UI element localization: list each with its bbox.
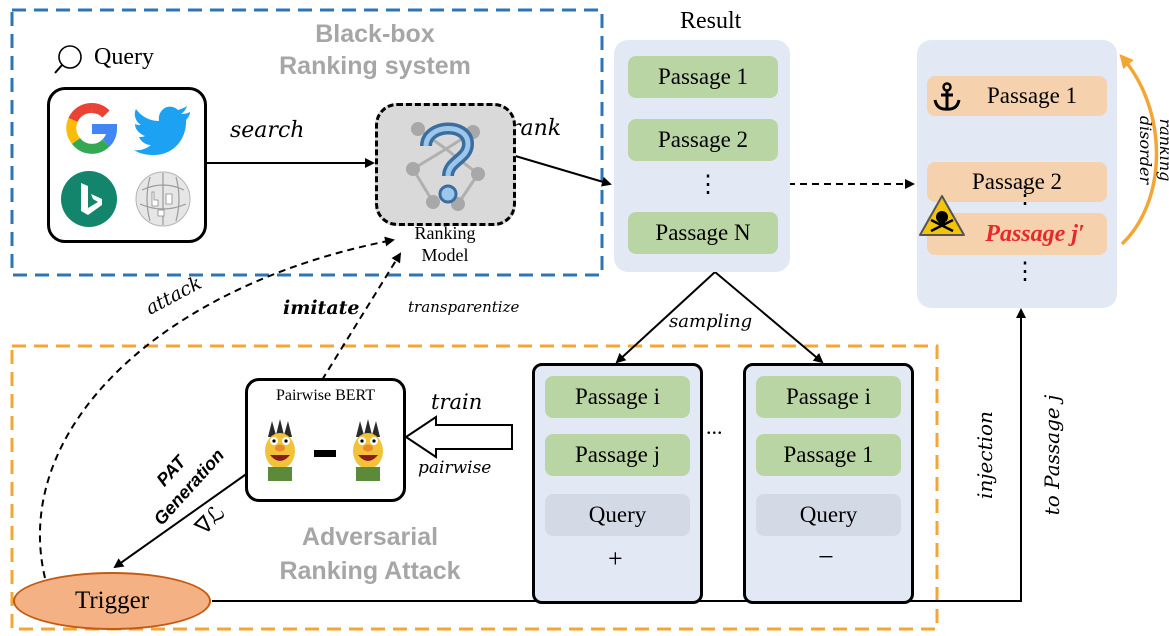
negative-sample-box: Passage i Passage 1 Query − bbox=[743, 363, 914, 604]
sampling-label: sampling bbox=[669, 311, 753, 332]
result-ellipsis: ⋮ bbox=[696, 172, 720, 198]
search-engines-box bbox=[47, 87, 207, 243]
query-label: Query bbox=[94, 44, 154, 70]
minus-sign bbox=[314, 450, 336, 457]
to-passage-label: to Passage j bbox=[1040, 394, 1064, 516]
rank-arrow bbox=[511, 154, 612, 187]
bing-icon bbox=[60, 170, 118, 228]
train-arrow bbox=[404, 415, 513, 459]
twitter-icon bbox=[134, 104, 192, 156]
wikipedia-icon bbox=[134, 170, 192, 228]
poison-icon bbox=[918, 194, 966, 238]
attack-arrow bbox=[39, 236, 395, 579]
transparentize-label: transparentize bbox=[408, 298, 520, 316]
injection-arrow bbox=[212, 308, 1026, 602]
train-label: train bbox=[431, 390, 483, 414]
disordered-ellipsis-1: ⋮ bbox=[1013, 183, 1037, 209]
pos-sign: + bbox=[608, 544, 623, 573]
pairwise-bert-label: Pairwise BERT bbox=[275, 387, 376, 404]
disordered-passage-2: Passage 2 bbox=[927, 162, 1107, 202]
neg-passage-i: Passage i bbox=[756, 376, 901, 418]
neg-passage-1: Passage 1 bbox=[756, 434, 901, 476]
anchor-icon bbox=[932, 82, 962, 112]
pat-generation-arrow bbox=[113, 469, 253, 569]
bert-character-icon bbox=[348, 417, 388, 483]
ranking-disorder-arrow bbox=[1119, 53, 1159, 246]
pairwise-bert-box: Pairwise BERT bbox=[245, 378, 406, 502]
trigger-label: Trigger bbox=[74, 587, 150, 614]
sampling-arrow-left bbox=[615, 271, 716, 364]
trigger-node: Trigger bbox=[13, 572, 211, 630]
ranking-model-label: Ranking Model bbox=[414, 223, 476, 265]
pos-passage-i: Passage i bbox=[545, 376, 690, 418]
sampling-arrow-right bbox=[714, 271, 824, 364]
disordered-ellipsis-2: ⋮ bbox=[1013, 259, 1037, 285]
imitate-arrow bbox=[321, 252, 402, 381]
result-title: Result bbox=[680, 8, 742, 34]
blackbox-region bbox=[10, 8, 604, 277]
samples-ellipsis: ... bbox=[706, 414, 723, 439]
positive-sample-box: Passage i Passage j Query + bbox=[532, 363, 703, 604]
search-label: search bbox=[230, 118, 305, 143]
adversarial-title: Adversarial Ranking Attack bbox=[279, 523, 461, 585]
pos-passage-j: Passage j bbox=[545, 434, 690, 476]
disordered-passage-1: Passage 1 bbox=[927, 76, 1107, 116]
adversarial-region bbox=[10, 344, 939, 631]
pairwise-label: pairwise bbox=[418, 458, 492, 478]
injection-label: injection bbox=[973, 411, 997, 499]
ranking-model-box bbox=[375, 103, 516, 226]
imitate-label: imitate bbox=[283, 297, 360, 319]
question-mark-icon bbox=[398, 114, 493, 214]
result-passage-n: Passage N bbox=[628, 212, 778, 254]
neg-query: Query bbox=[756, 494, 901, 536]
ranking-disorder-label: ranking disorder bbox=[1136, 115, 1169, 185]
pos-query: Query bbox=[545, 494, 690, 536]
rank-label: rank bbox=[510, 116, 562, 141]
neg-sign: − bbox=[818, 542, 834, 573]
result-passage-1: Passage 1 bbox=[628, 56, 778, 98]
bert-character-icon bbox=[260, 417, 300, 483]
google-icon bbox=[62, 98, 122, 158]
magnifier-icon bbox=[52, 42, 86, 76]
blackbox-title: Black-box Ranking system bbox=[279, 20, 471, 80]
result-passage-2: Passage 2 bbox=[628, 119, 778, 161]
